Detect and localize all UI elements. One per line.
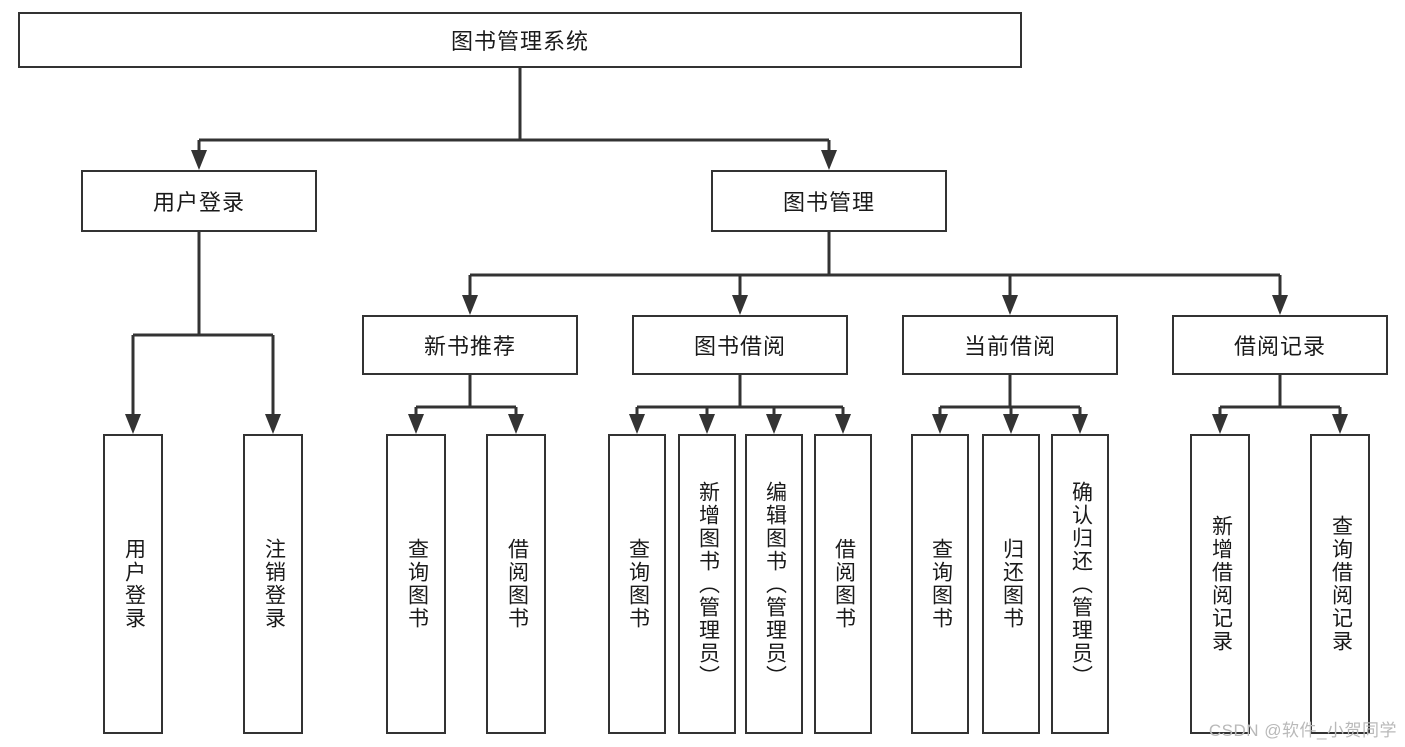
node-leaf-cur-query[interactable]: 查询图书: [911, 434, 969, 734]
node-leaf-cur-confirm[interactable]: 确认归还（管理员）: [1051, 434, 1109, 734]
node-l3-current-loan[interactable]: 当前借阅: [902, 315, 1118, 375]
node-leaf-cur-return[interactable]: 归还图书: [982, 434, 1040, 734]
node-l2-book-mgmt[interactable]: 图书管理: [711, 170, 947, 232]
node-leaf-user-logout[interactable]: 注销登录: [243, 434, 303, 734]
node-leaf-borrow-query[interactable]: 查询图书: [608, 434, 666, 734]
watermark-label: CSDN @软件_小贺同学: [1208, 721, 1397, 740]
node-leaf-rec-borrow[interactable]: 借阅图书: [486, 434, 546, 734]
node-root[interactable]: 图书管理系统: [18, 12, 1022, 68]
node-leaf-borrow-do[interactable]: 借阅图书: [814, 434, 872, 734]
node-leaf-user-login[interactable]: 用户登录: [103, 434, 163, 734]
node-l3-book-borrow[interactable]: 图书借阅: [632, 315, 848, 375]
node-leaf-rec-add[interactable]: 新增借阅记录: [1190, 434, 1250, 734]
node-leaf-rec-query[interactable]: 查询图书: [386, 434, 446, 734]
node-leaf-borrow-add[interactable]: 新增图书（管理员）: [678, 434, 736, 734]
node-l2-user-login[interactable]: 用户登录: [81, 170, 317, 232]
node-leaf-rec-find[interactable]: 查询借阅记录: [1310, 434, 1370, 734]
node-l3-new-book-rec[interactable]: 新书推荐: [362, 315, 578, 375]
node-leaf-borrow-edit[interactable]: 编辑图书（管理员）: [745, 434, 803, 734]
node-l3-loan-record[interactable]: 借阅记录: [1172, 315, 1388, 375]
